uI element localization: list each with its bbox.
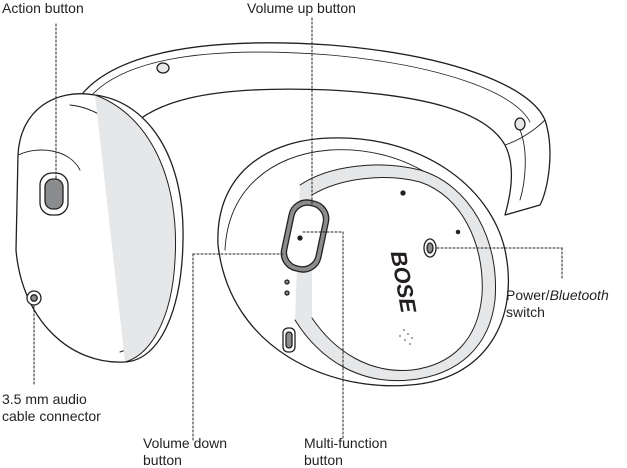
label-action-button: Action button xyxy=(2,0,84,16)
headband xyxy=(69,42,551,216)
label-multi-function: Multi-function button xyxy=(304,435,388,468)
leader-lines xyxy=(33,17,563,441)
label-power-switch: Power/Bluetooth switch xyxy=(506,287,609,320)
label-audio-connector: 3.5 mm audio cable connector xyxy=(2,391,101,424)
right-ear-cup xyxy=(217,137,510,387)
left-ear-cup xyxy=(15,93,184,363)
hinge-details xyxy=(156,62,526,131)
label-volume-down: Volume down button xyxy=(143,435,228,468)
label-volume-up: Volume up button xyxy=(247,0,356,16)
